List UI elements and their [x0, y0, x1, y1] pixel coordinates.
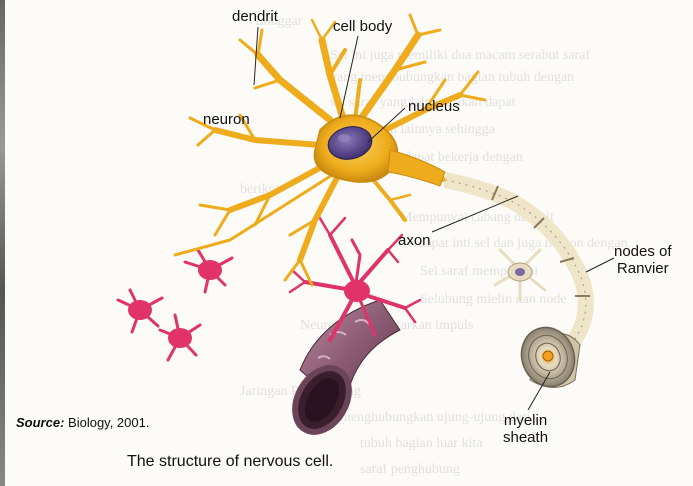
glial-cells: [116, 213, 422, 362]
glial-cell-small-3: [158, 313, 202, 362]
glial-cell-small-1: [183, 248, 234, 294]
label-nodes-of-ranvier-line2: Ranvier: [616, 260, 669, 277]
label-myelin-sheath-line2: sheath: [503, 429, 549, 446]
source-prefix: Source:: [16, 415, 65, 430]
label-nodes-of-ranvier-line1: nodes of: [614, 243, 672, 260]
glial-cell-small-2: [116, 288, 164, 334]
node-of-ranvier-3: [559, 257, 575, 263]
label-nodes-of-ranvier: nodes of Ranvier: [614, 243, 672, 277]
figure-caption: The structure of nervous cell.: [127, 453, 334, 470]
myelin-sheath-end: [520, 326, 581, 388]
source-text: Biology, 2001.: [68, 415, 150, 430]
axon: [374, 162, 594, 358]
source-citation: Source: Biology, 2001.: [16, 415, 149, 430]
label-neuron: neuron: [203, 111, 250, 128]
page-edge-shadow: [0, 0, 5, 486]
label-dendrit: dendrit: [232, 8, 278, 25]
schwann-cell: [493, 248, 547, 302]
node-of-ranvier-1: [491, 185, 499, 201]
label-axon: axon: [398, 232, 431, 249]
leader-lines: [253, 26, 615, 411]
blood-vessel: [292, 299, 401, 435]
node-of-ranvier-2: [533, 217, 545, 229]
label-cell-body: cell body: [333, 18, 393, 35]
label-myelin-sheath-line1: myelin: [503, 412, 548, 429]
label-nucleus: nucleus: [408, 98, 460, 115]
label-myelin-sheath: myelin sheath: [503, 412, 548, 446]
glial-cell-large: [288, 213, 422, 342]
